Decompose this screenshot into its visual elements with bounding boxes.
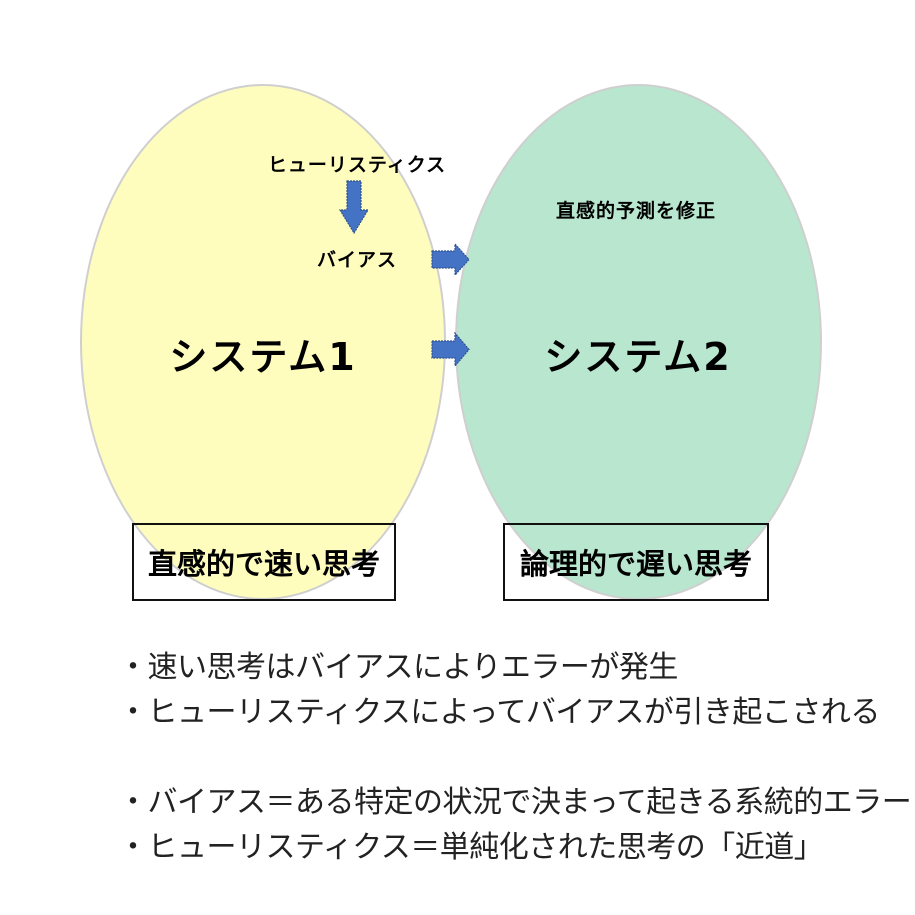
- note-line: ・バイアス＝ある特定の状況で決まって起きる系統的エラー: [118, 785, 912, 820]
- system2-description-box: 論理的で遅い思考: [503, 523, 769, 601]
- arrow-right-icon: [431, 243, 470, 276]
- system2-ellipse: [455, 84, 822, 600]
- system1-description: 直感的で速い思考: [147, 547, 380, 581]
- correct-intuitive-prediction-label: 直感的予測を修正: [555, 200, 717, 222]
- system2-title: システム2: [544, 335, 732, 379]
- system1-title: システム1: [169, 335, 357, 379]
- arrow-down-icon: [339, 180, 369, 235]
- bias-label: バイアス: [316, 249, 398, 271]
- system1-ellipse: [80, 84, 446, 600]
- note-line: ・速い思考はバイアスによりエラーが発生: [118, 650, 678, 685]
- heuristics-label: ヒューリスティクス: [267, 154, 447, 176]
- note-line: ・ヒューリスティクス＝単純化された思考の「近道」: [118, 830, 824, 865]
- note-spacer: [118, 735, 911, 780]
- arrow-right-icon: [431, 332, 470, 367]
- system1-description-box: 直感的で速い思考: [132, 523, 396, 601]
- system2-description: 論理的で遅い思考: [519, 547, 752, 581]
- note-line: ・ヒューリスティクスによってバイアスが引き起こされる: [118, 695, 880, 730]
- notes: ・速い思考はバイアスによりエラーが発生 ・ヒューリスティクスによってバイアスが引…: [118, 645, 912, 870]
